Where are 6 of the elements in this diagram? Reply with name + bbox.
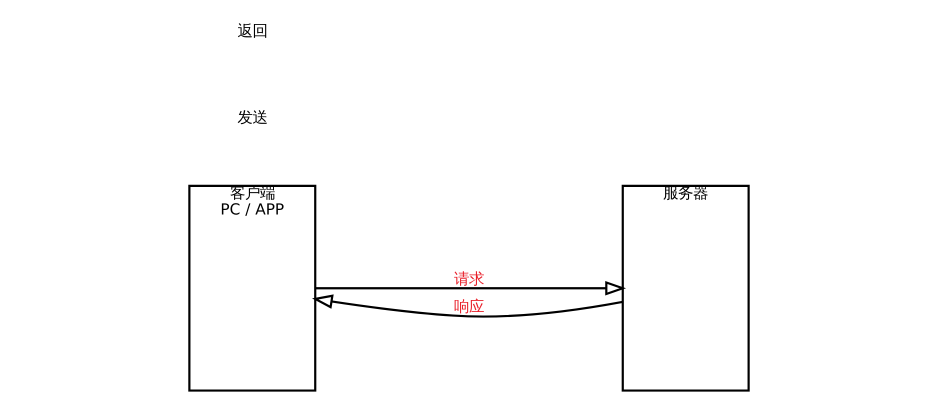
label: 返回	[237, 22, 268, 40]
arrow	[312, 294, 623, 318]
label: 发送	[237, 108, 268, 127]
edge-label: 响应	[454, 297, 484, 316]
edge-label: 请求	[454, 270, 484, 288]
arrow	[316, 280, 626, 296]
